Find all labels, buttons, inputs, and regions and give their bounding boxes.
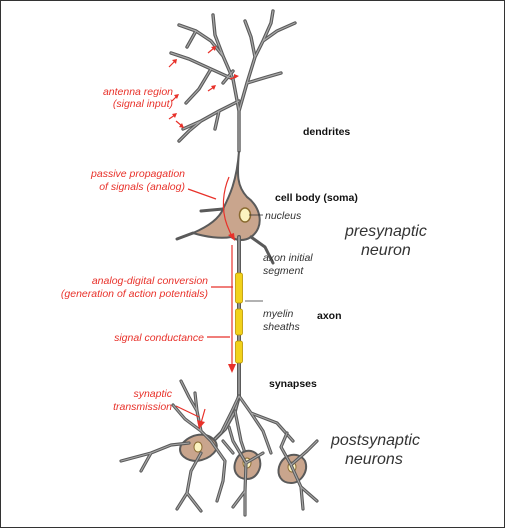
label-antenna-region-1: antenna region: [103, 86, 173, 98]
presynaptic-neuron-body: [177, 151, 273, 263]
passive-leader-line: [188, 189, 216, 199]
myelin-sheaths: [236, 273, 243, 363]
label-axon: axon: [317, 310, 342, 322]
label-axon-initial-segment-1: axon initial: [263, 252, 313, 264]
label-analog-digital-2: (generation of action potentials): [61, 288, 208, 300]
label-nucleus: nucleus: [265, 210, 302, 222]
postsynaptic-nucleus: [194, 442, 202, 452]
label-presynaptic-neuron-1: presynaptic: [344, 223, 427, 240]
synaptic-arrow: [201, 409, 205, 423]
antenna-arrows: [169, 46, 239, 128]
label-analog-digital-1: analog-digital conversion: [92, 275, 208, 287]
myelin-sheath: [236, 273, 243, 303]
labels: antenna region (signal input) passive pr…: [61, 86, 427, 468]
label-passive-propagation-2: of signals (analog): [99, 181, 185, 193]
label-signal-conductance: signal conductance: [114, 332, 204, 344]
label-axon-initial-segment-2: segment: [263, 265, 304, 277]
label-antenna-region-2: (signal input): [113, 98, 173, 110]
nucleus: [240, 208, 251, 222]
label-cell-body: cell body (soma): [275, 192, 358, 204]
presynaptic-soma: [193, 151, 260, 240]
label-synaptic-transmission-1: synaptic: [133, 388, 172, 400]
label-myelin-sheaths-1: myelin: [263, 308, 294, 320]
label-postsynaptic-neurons-1: postsynaptic: [330, 432, 420, 449]
dendritic-tree: [171, 11, 295, 151]
label-presynaptic-neuron-2: neuron: [361, 242, 411, 259]
myelin-sheath: [236, 309, 243, 335]
label-postsynaptic-neurons-2: neurons: [345, 451, 403, 468]
label-myelin-sheaths-2: sheaths: [263, 321, 301, 333]
label-synaptic-transmission-2: transmission: [113, 401, 172, 413]
label-synapses: synapses: [269, 378, 317, 390]
branch-inner: [171, 11, 295, 151]
myelin-sheath: [236, 341, 243, 363]
label-dendrites: dendrites: [303, 126, 350, 138]
label-passive-propagation-1: passive propagation: [90, 168, 185, 180]
